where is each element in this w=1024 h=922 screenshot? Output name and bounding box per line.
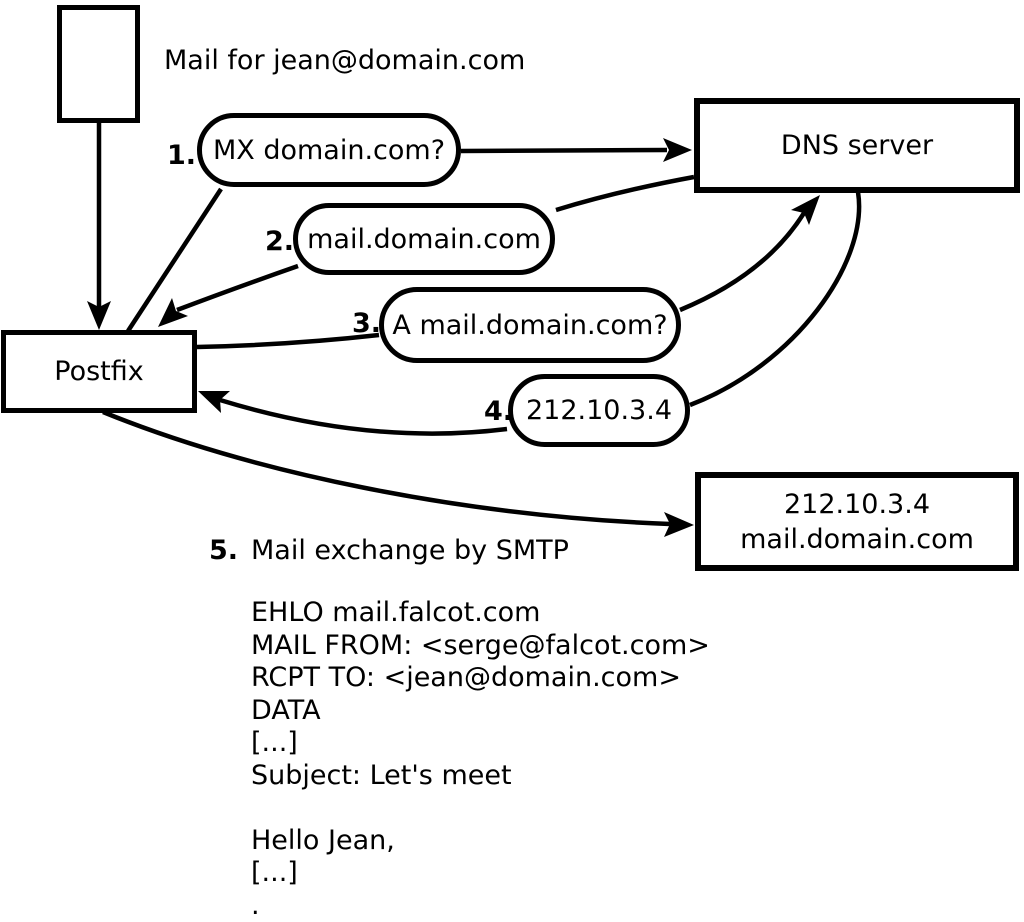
arrowhead-a-answer-into-postfix [198,391,230,413]
arrowhead-into-dns-bottom [791,195,820,225]
dns-server-node: DNS server [694,98,1020,193]
step5-label: Mail exchange by SMTP [251,535,569,566]
arrowhead-into-dns-left [663,138,692,162]
smtp-line: Subject: Let's meet [251,760,710,793]
line-dns-to-a-answer [690,192,859,405]
dns-server-label: DNS server [781,130,933,161]
step1-number: 1. [167,142,196,169]
smtp-session-transcript: EHLO mail.falcot.com MAIL FROM: <serge@f… [251,597,710,922]
smtp-line [251,792,710,825]
smtp-line: DATA [251,695,710,728]
step1-label: MX domain.com? [213,135,445,166]
mailserver-node: 212.10.3.4 mail.domain.com [695,472,1019,571]
smtp-line: [...] [251,857,710,890]
step5-number: 5. [209,537,238,564]
step2-mx-answer-pill: mail.domain.com [293,203,555,275]
arrow-mx-answer-to-postfix [177,266,298,310]
incoming-mail-caption: Mail for jean@domain.com [164,45,525,76]
line-dns-to-mx-answer [556,177,694,210]
arrow-mx-query-to-dns [461,150,667,151]
arrowhead-answer-into-postfix [158,298,188,327]
smtp-line: MAIL FROM: <serge@falcot.com> [251,630,710,663]
step2-number: 2. [265,228,294,255]
smtp-line: . [251,890,710,922]
step4-label: 212.10.3.4 [526,395,672,426]
smtp-line: RCPT TO: <jean@domain.com> [251,662,710,695]
smtp-line: EHLO mail.falcot.com [251,597,710,630]
arrowhead-into-postfix-top [87,301,111,330]
smtp-line: [...] [251,727,710,760]
postfix-label: Postfix [54,356,143,387]
mailserver-ip: 212.10.3.4 [784,487,930,522]
mailserver-hostname: mail.domain.com [740,522,974,557]
line-postfix-to-mx-query [128,189,221,331]
arrowhead-into-mailserver [664,512,694,537]
step2-label: mail.domain.com [307,224,541,255]
step3-label: A mail.domain.com? [392,310,667,341]
arrow-a-answer-to-postfix [220,400,507,434]
step3-number: 3. [352,310,381,337]
incoming-mail-icon [57,5,140,123]
step4-a-answer-pill: 212.10.3.4 [508,374,690,447]
step1-mx-query-pill: MX domain.com? [197,113,461,187]
smtp-line: Hello Jean, [251,825,710,858]
arrow-a-query-to-dns [680,213,804,310]
postfix-node: Postfix [1,330,197,413]
step3-a-query-pill: A mail.domain.com? [379,287,681,363]
